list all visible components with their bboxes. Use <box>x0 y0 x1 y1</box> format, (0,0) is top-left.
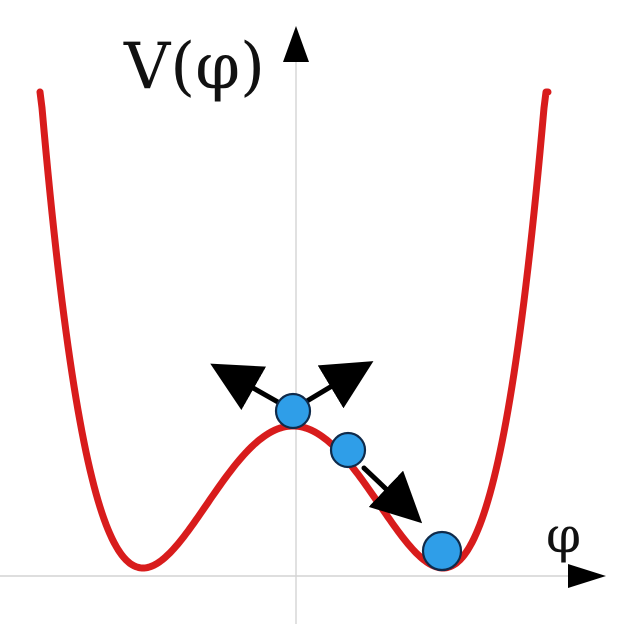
ball-at-hilltop <box>274 392 312 430</box>
ball-rolling-down <box>329 431 367 469</box>
x-axis-arrowhead <box>568 564 606 588</box>
y-axis-arrowhead <box>283 26 309 62</box>
potential-curve <box>36 88 552 572</box>
x-axis-label: φ <box>546 506 581 564</box>
ball-in-minimum <box>421 530 463 572</box>
y-axis-label: V(φ) <box>123 30 265 104</box>
roll-down-arrow <box>361 465 423 524</box>
